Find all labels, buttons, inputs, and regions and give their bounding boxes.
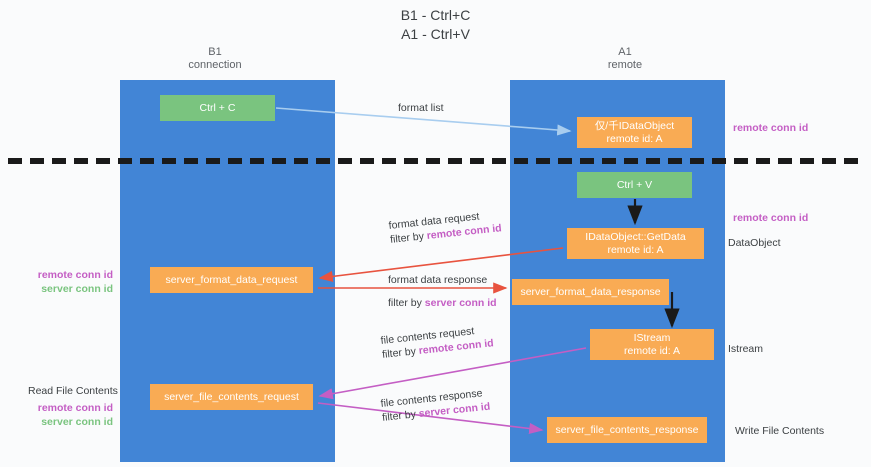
box-istream[interactable]: IStream remote id: A bbox=[590, 329, 714, 360]
phase-divider bbox=[8, 158, 864, 164]
filter-prefix: filter by bbox=[381, 408, 420, 424]
swimlane-header-b1: B1 connection bbox=[188, 46, 242, 71]
arrow-format-data-request bbox=[318, 247, 564, 282]
label-format-data-response-filter: filter by server conn id bbox=[388, 296, 497, 310]
side-label-write-file-contents: Write File Contents bbox=[735, 425, 825, 437]
arrow-file-contents-request bbox=[318, 347, 587, 400]
label-format-list: format list bbox=[398, 102, 444, 114]
filter-key-server-conn-id: server conn id bbox=[424, 297, 497, 309]
side-label-remote-conn-id-mid: remote conn id bbox=[733, 212, 809, 224]
arrow-file-contents-response bbox=[317, 402, 544, 435]
arrow-format-list bbox=[275, 107, 572, 136]
label-format-data-response: format data response filter by server co… bbox=[388, 273, 497, 310]
label-format-data-response-title: format data response bbox=[388, 274, 488, 286]
box-ctrl-c[interactable]: Ctrl + C bbox=[160, 95, 275, 121]
filter-prefix: filter by bbox=[388, 297, 425, 309]
box-server-file-contents-response[interactable]: server_file_contents_response bbox=[547, 417, 707, 443]
side-label-remote-conn-id: remote conn id bbox=[37, 269, 113, 281]
box-ctrl-v[interactable]: Ctrl + V bbox=[577, 172, 692, 198]
side-label-server-conn-id: server conn id bbox=[41, 283, 113, 295]
side-label-conn-ids-lower: remote conn id server conn id bbox=[18, 401, 113, 429]
box-server-format-data-request[interactable]: server_format_data_request bbox=[150, 267, 313, 293]
side-label-remote-conn-id-top: remote conn id bbox=[733, 122, 809, 134]
swimlane-header-a1: A1 remote bbox=[607, 46, 643, 71]
side-label-read-file-contents: Read File Contents bbox=[28, 385, 118, 397]
box-server-format-data-response[interactable]: server_format_data_response bbox=[512, 279, 669, 305]
box-idataobject[interactable]: 仅/千IDataObject remote id: A bbox=[577, 117, 692, 148]
box-server-file-contents-request[interactable]: server_file_contents_request bbox=[150, 384, 313, 410]
side-label-server-conn-id: server conn id bbox=[41, 416, 113, 428]
side-label-dataobject: DataObject bbox=[728, 237, 781, 249]
page-title: B1 - Ctrl+C A1 - Ctrl+V bbox=[400, 7, 471, 42]
filter-prefix: filter by bbox=[389, 230, 428, 246]
side-label-conn-ids-upper: remote conn id server conn id bbox=[18, 268, 113, 296]
side-label-istream: Istream bbox=[728, 343, 764, 355]
filter-prefix: filter by bbox=[381, 345, 420, 361]
side-label-remote-conn-id: remote conn id bbox=[37, 402, 113, 414]
box-idataobject-getdata[interactable]: IDataObject::GetData remote id: A bbox=[567, 228, 704, 259]
